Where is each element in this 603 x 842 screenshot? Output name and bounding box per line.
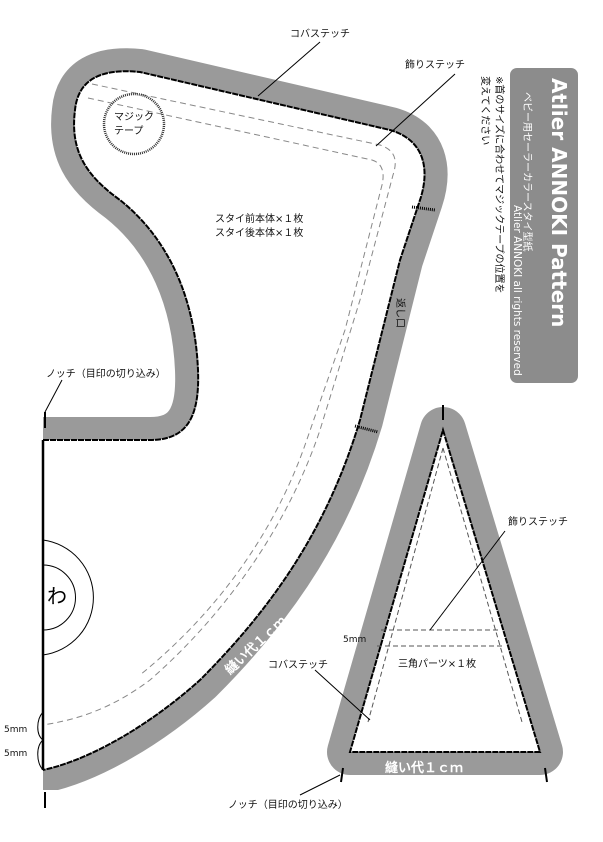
- triangle-piece: [299, 405, 570, 820]
- leader-line: [257, 41, 321, 97]
- bib-body: [43, 70, 426, 772]
- triangle-topstitch-label: コバステッチ: [268, 659, 328, 671]
- velcro-label-1: マジック: [114, 111, 154, 123]
- header-rights: Atlier ANNOKI all rights reserved: [511, 205, 523, 376]
- deco-stitch-line: [43, 83, 396, 726]
- opening-label: 返し口: [394, 298, 406, 328]
- note-line-1: ※首のサイズに合わせてマジックテープの位置を: [493, 76, 506, 293]
- fold-arcs: [42, 539, 94, 656]
- triangle-parts-label: 三角パーツ×１枚: [398, 657, 476, 670]
- velcro-circle: [102, 92, 166, 156]
- velcro-label-2: テープ: [114, 125, 143, 137]
- triangle-body: [348, 426, 542, 753]
- margin-label-1: 5mm: [4, 725, 27, 735]
- topstitch-label: コバステッチ: [290, 28, 350, 40]
- leader-line: [375, 73, 456, 147]
- leader-line: [44, 379, 63, 413]
- deco-stitch-line-2: [87, 97, 384, 676]
- header-subtitle: ベビー用セーラーカラースタイ型紙: [521, 92, 534, 252]
- note-line-2: 変えてください: [479, 76, 492, 145]
- parts-label-1: スタイ前本体×１枚: [215, 212, 303, 225]
- leader-line: [429, 530, 506, 631]
- leader-line: [314, 669, 371, 721]
- header-title: Atlier ANNOKI Pattern: [547, 78, 571, 327]
- header-box: [510, 68, 578, 383]
- fold-label: わ: [47, 584, 67, 608]
- triangle-deco-label: 飾りステッチ: [508, 515, 568, 528]
- bib-piece: [43, 48, 448, 842]
- margin-label-2: 5mm: [4, 749, 27, 759]
- notch-mark: [340, 767, 344, 783]
- triangle-margin-label: 5mm: [343, 635, 366, 645]
- notch-label: ノッチ（目印の切り込み）: [46, 368, 166, 380]
- triangle-notch-label: ノッチ（目印の切り込み）: [228, 799, 348, 811]
- parts-label-2: スタイ後本体×１枚: [215, 226, 303, 239]
- deco-stitch-label: 飾りステッチ: [405, 58, 465, 71]
- margin-brackets: [37, 711, 44, 771]
- triangle-seam-allowance-label: 縫い代１ｃｍ: [385, 760, 463, 776]
- leader-line: [299, 774, 341, 796]
- notch-mark: [544, 767, 548, 783]
